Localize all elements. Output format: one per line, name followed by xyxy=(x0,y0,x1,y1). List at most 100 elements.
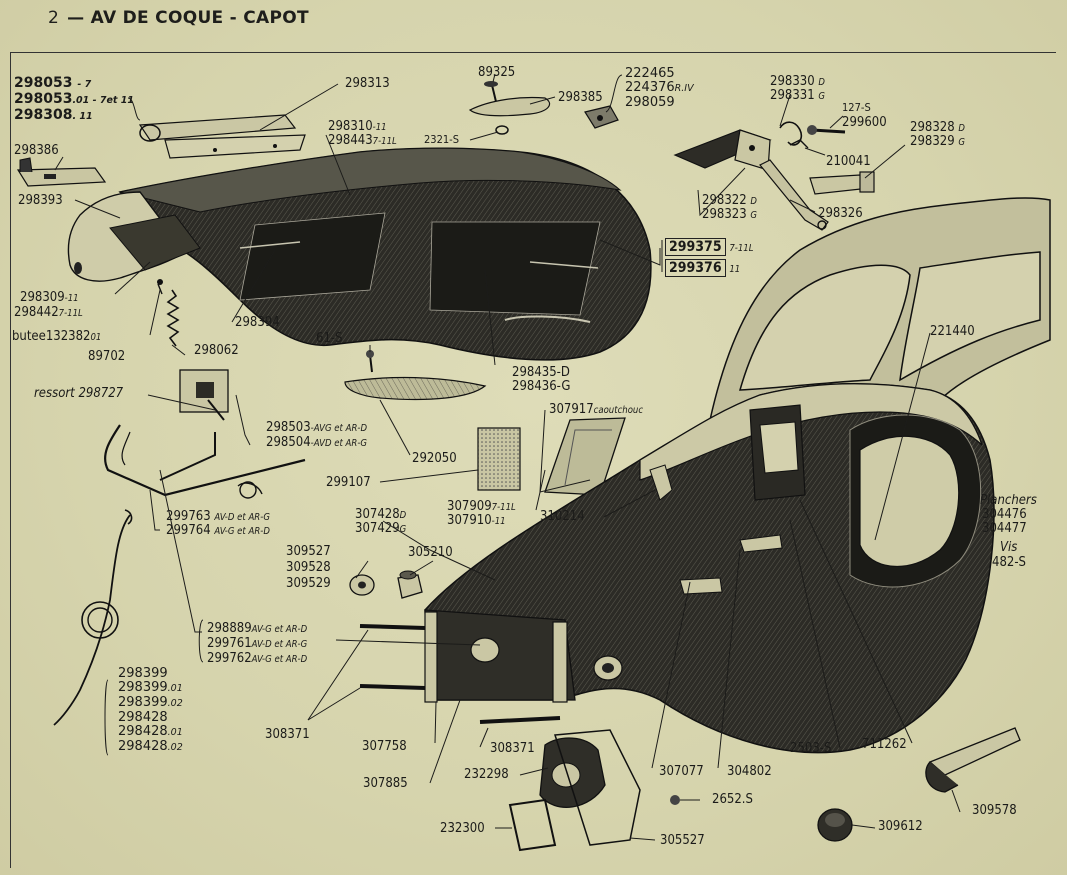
label-ressort: ressort 298727 xyxy=(34,386,124,401)
latch-plate xyxy=(468,81,551,135)
bracket-232298 xyxy=(508,729,680,852)
hood-spring xyxy=(157,279,180,347)
part-number: 299762 xyxy=(207,651,252,666)
pad-299107 xyxy=(477,427,521,491)
label-299764: 299764 AV-G et AR-D xyxy=(166,524,270,539)
hood-prop-bracket xyxy=(673,121,846,231)
label-298062: 298062 xyxy=(194,343,239,358)
part-number: 298889 xyxy=(207,621,252,636)
part-number: 298308 xyxy=(14,107,73,123)
label-298436: 298436-G xyxy=(512,379,571,394)
part-number: 222465 xyxy=(625,66,675,81)
part-suffix: D xyxy=(750,196,757,207)
diagram-frame xyxy=(10,52,1056,868)
label-299762: 299762AV-G et AR-D xyxy=(207,652,307,667)
part-number: 298428 xyxy=(118,710,168,725)
label-298330: 298330 D xyxy=(770,75,825,90)
label-2503s: 2503-S xyxy=(790,741,832,756)
part-suffix: G xyxy=(958,137,965,148)
label-298393: 298393 xyxy=(18,193,63,208)
part-suffix: 7-11L xyxy=(729,243,754,254)
label-305210: 305210 xyxy=(408,545,453,560)
hinge-bracket-298386 xyxy=(16,157,107,187)
part-suffix: G xyxy=(399,524,407,535)
part-number: 307428 xyxy=(355,507,400,522)
part-suffix: - 7 xyxy=(77,79,92,90)
washer-309527 xyxy=(349,574,375,596)
label-298328: 298328 D xyxy=(910,121,965,136)
part-suffix: 7-11L xyxy=(491,502,516,513)
page-title: — AV DE COQUE - CAPOT xyxy=(67,8,309,28)
part-number: 299764 xyxy=(166,523,211,538)
label-307909: 3079097-11L xyxy=(447,500,516,515)
part-number: 298330 xyxy=(770,74,815,89)
label-299375: 299375 7-11L xyxy=(665,238,754,256)
part-suffix: G xyxy=(750,210,757,221)
part-number: 298323 xyxy=(702,207,747,222)
part-suffix: AV-G et AR-D xyxy=(214,526,270,537)
part-number: 299761 xyxy=(207,636,252,651)
label-298326: 298326 xyxy=(818,206,863,221)
part-number: 298053 xyxy=(14,75,73,91)
label-298435: 298435-D xyxy=(512,365,570,380)
part-number: 298504 xyxy=(266,435,311,450)
part-suffix: -11 xyxy=(64,293,79,304)
part-suffix: .01 - 7et 11 xyxy=(72,95,134,106)
page-header: 2 — AV DE COQUE - CAPOT xyxy=(48,8,309,28)
label-298442: 2984427-11L xyxy=(14,306,83,321)
label-298331: 298331 G xyxy=(770,89,825,104)
part-number: 307909 xyxy=(447,499,492,514)
label-127s: 127-S xyxy=(842,101,871,114)
label-299761: 299761AV-D et AR-G xyxy=(207,637,307,652)
label-711262: 711262 xyxy=(862,737,907,752)
label-304477: 304477 xyxy=(982,521,1027,536)
part-suffix: AV-D et AR-G xyxy=(214,512,270,523)
label-298443: 2984437-11L xyxy=(328,134,397,149)
hood-hinge xyxy=(138,114,306,159)
label-vis: Vis xyxy=(1000,540,1018,555)
part-suffix: 7-11L xyxy=(58,308,83,319)
label-298399-group: 298399 298399.01 298399.02 298428 298428… xyxy=(118,667,183,755)
part-number: 298503 xyxy=(266,420,311,435)
label-309578: 309578 xyxy=(972,803,1017,818)
part-suffix: .01 xyxy=(167,683,183,694)
label-307429: 307429G xyxy=(355,522,406,537)
label-310214: 310214 xyxy=(540,509,585,524)
label-2321s: 2321-S xyxy=(424,133,460,146)
part-number: 298428 xyxy=(118,739,168,754)
label-210041: 210041 xyxy=(826,154,871,169)
label-hinge-group: 298053 - 7 298053.01 - 7et 11 298308. 11 xyxy=(14,76,134,124)
grommet-309612 xyxy=(817,808,853,842)
label-309529: 309529 xyxy=(286,576,331,591)
label-89702: 89702 xyxy=(88,349,126,364)
label-308371-left: 308371 xyxy=(265,727,310,742)
part-suffix: 7-11L xyxy=(372,136,397,147)
label-61s: 61-S xyxy=(316,331,343,346)
clip-309578 xyxy=(925,727,1021,793)
label-309528: 309528 xyxy=(286,560,331,575)
label-298322: 298322 D xyxy=(702,194,757,209)
part-number: 307429 xyxy=(355,521,400,536)
body-shell xyxy=(359,197,1051,754)
part-number: 298309 xyxy=(20,290,65,305)
label-482s: 482-S xyxy=(992,555,1026,570)
grommet-305210 xyxy=(397,570,423,599)
label-307917: 307917caoutchouc xyxy=(549,403,643,418)
page-number: 2 xyxy=(48,8,60,28)
part-number: 299375 xyxy=(665,238,726,256)
part-number: butee132382 xyxy=(12,329,91,344)
part-suffix: .01 xyxy=(167,727,183,738)
hood-panel xyxy=(67,147,652,361)
part-number: 298310 xyxy=(328,119,373,134)
part-suffix: D xyxy=(958,123,965,134)
label-299376: 299376 11 xyxy=(665,259,740,277)
part-suffix: D xyxy=(399,510,407,521)
label-298503: 298503-AVG et AR-D xyxy=(266,421,367,436)
part-number: 298442 xyxy=(14,305,59,320)
label-307885: 307885 xyxy=(363,776,408,791)
part-suffix: .02 xyxy=(167,742,183,753)
label-304802: 304802 xyxy=(727,764,772,779)
part-suffix: R.IV xyxy=(674,83,694,94)
label-298310: 298310-11 xyxy=(328,120,387,135)
